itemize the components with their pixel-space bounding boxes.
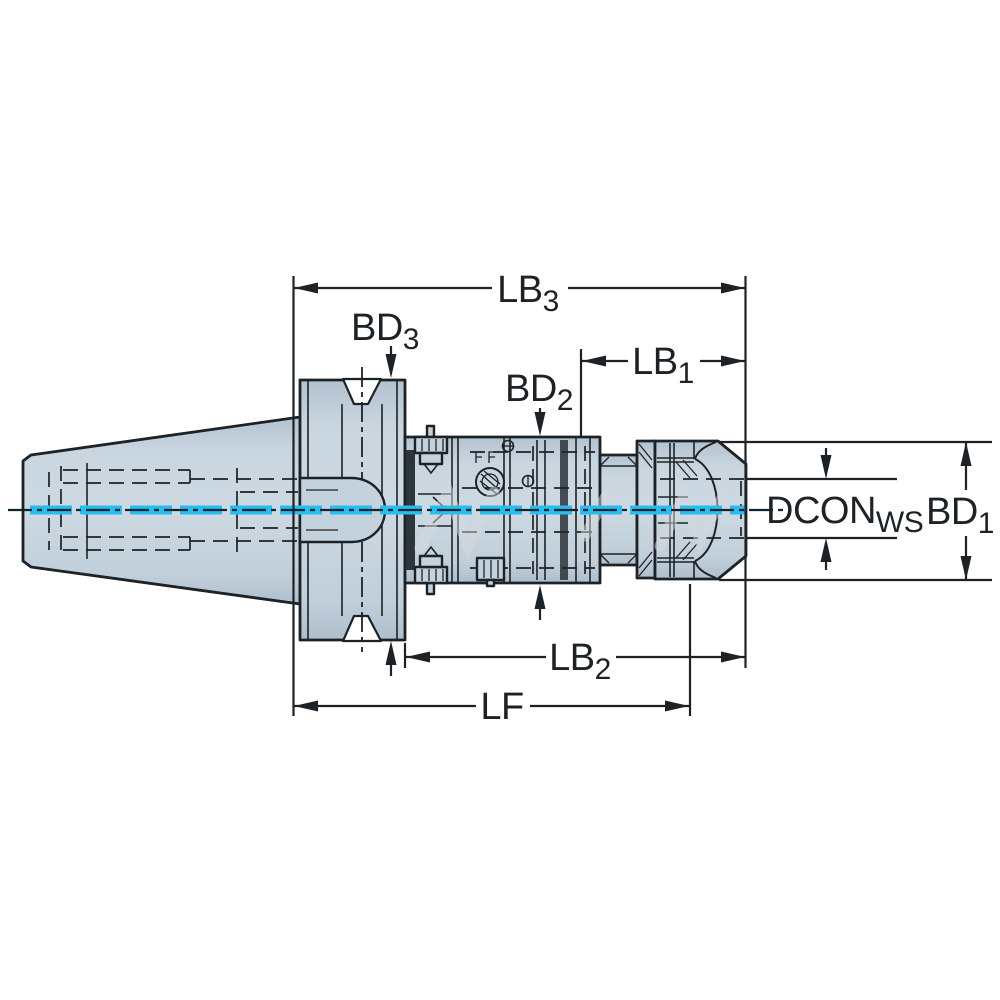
dimensions: LB3 BD3 BD2 LB1 [292,265,994,729]
dim-lb2: LB2 [406,634,745,686]
label-dcon: DCONWS [766,490,923,539]
watermark [414,478,728,561]
dim-lf: LF [294,683,689,729]
pin-marks [475,439,535,488]
dim-lb1: LB1 [582,338,745,390]
label-lb1: LB1 [632,341,694,390]
label-lb2: LB2 [549,637,611,686]
dim-bd1: BD1 [926,442,994,580]
v-groove-top [341,377,383,406]
dim-bd3: BD3 [351,307,419,676]
dim-bd2: BD2 [505,368,573,620]
dim-lb3: LB3 [294,265,745,318]
label-lf: LF [480,686,523,728]
clamp-screw-bottom [413,545,449,596]
label-lb3: LB3 [497,269,559,318]
taper-hidden-bore [48,466,298,556]
set-screw-bottom [475,556,506,588]
label-bd2: BD2 [505,368,573,417]
clamp-screw-top [413,424,449,475]
extension-lines [292,276,992,716]
label-bd1: BD1 [926,491,994,540]
label-bd3: BD3 [351,307,419,356]
dim-dcon: DCONWS [766,448,924,570]
